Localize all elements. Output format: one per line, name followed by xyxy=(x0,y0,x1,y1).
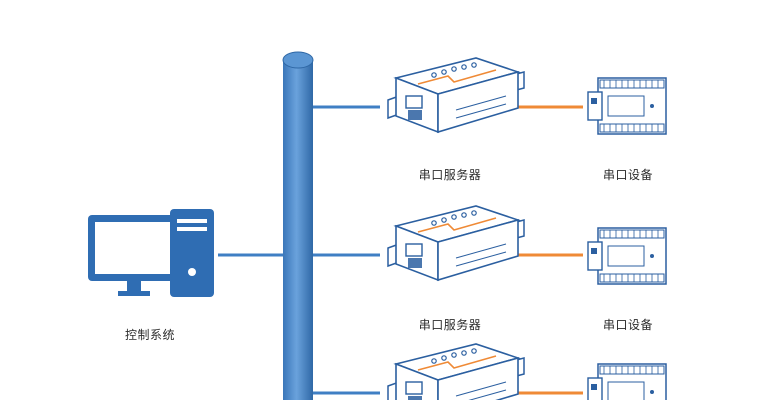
server-1-label: 串口服务器 xyxy=(418,168,482,182)
serial-device-icon-3 xyxy=(587,363,667,405)
device-2-label: 串口设备 xyxy=(602,318,654,332)
computer-icon xyxy=(88,209,214,297)
serial-device-icon-2 xyxy=(587,227,667,285)
network-bus xyxy=(282,51,314,405)
serial-server-icon-3 xyxy=(387,343,525,405)
server-2-label: 串口服务器 xyxy=(418,318,482,332)
serial-server-icon-2 xyxy=(387,205,525,281)
serial-server-icon-1 xyxy=(387,57,525,133)
control-system-label: 控制系统 xyxy=(124,328,176,342)
serial-device-icon-1 xyxy=(587,77,667,135)
device-1-label: 串口设备 xyxy=(602,168,654,182)
